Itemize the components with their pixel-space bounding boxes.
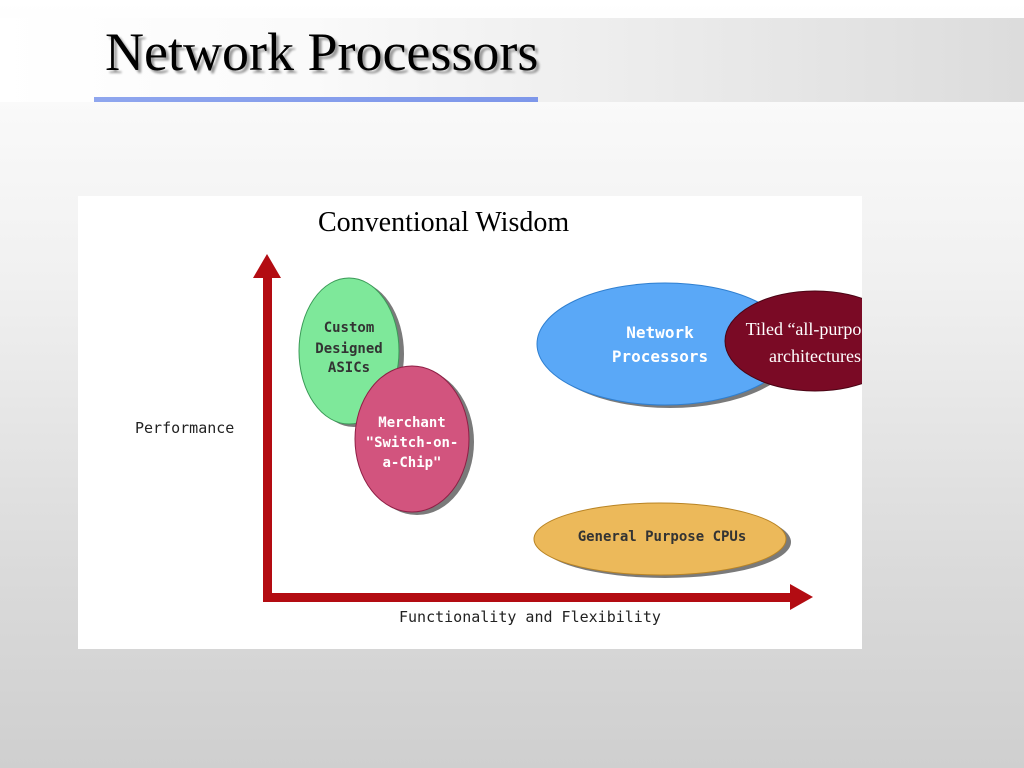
slide-title: Network Processors [105,22,539,82]
title-underline [94,97,538,102]
x-axis-label: Functionality and Flexibility [399,608,661,626]
conventional-wisdom-diagram: Performance Functionality and Flexibilit… [135,254,862,626]
title-band [0,18,1024,102]
general-cpus-label: General Purpose CPUs [578,529,747,545]
tiled-callout-ellipse [724,290,862,392]
axes [253,254,813,610]
merchant-ellipse [354,365,470,513]
network-processors-label-2: Processors [612,347,708,366]
general-cpus-ellipse [533,502,787,576]
x-axis-arrowhead [790,584,813,610]
custom-asics-label-2: Designed [315,341,382,357]
custom-asics-label-1: Custom [324,320,375,336]
figure-title: Conventional Wisdom [318,207,570,238]
x-axis-shaft [263,593,799,602]
y-axis-label: Performance [135,419,234,437]
merchant-label-1: Merchant [378,415,445,431]
merchant-node: Merchant "Switch-on- a-Chip" [354,365,474,515]
network-processors-label-1: Network [626,323,694,342]
merchant-label-2: "Switch-on- [366,435,459,451]
custom-asics-label-3: ASICs [328,360,370,376]
tiled-architectures-callout: Tiled “all-purpose” architectures [724,290,862,392]
tiled-callout-line-2: architectures [769,346,861,366]
tiled-callout-line-1: Tiled “all-purpose” [746,319,862,339]
y-axis-shaft [263,274,272,602]
general-cpus-node: General Purpose CPUs [533,502,791,578]
y-axis-arrowhead [253,254,281,278]
network-processors-node: Network Processors [536,282,798,408]
merchant-label-3: a-Chip" [382,455,441,471]
